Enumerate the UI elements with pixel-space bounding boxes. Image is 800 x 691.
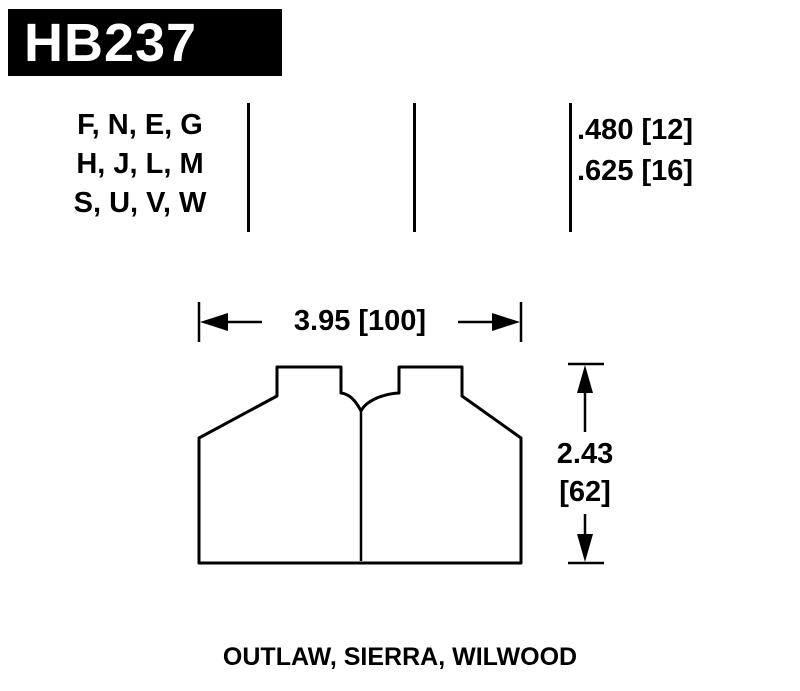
height-arrow-up-icon bbox=[577, 365, 593, 393]
thickness-line-1: .480 [12] bbox=[577, 114, 694, 146]
compound-line-1: F, N, E, G bbox=[77, 109, 203, 141]
width-dimension-label: 3.95 [100] bbox=[262, 303, 458, 339]
spec-divider-2 bbox=[413, 103, 416, 232]
height-dimension-mm: [62] bbox=[559, 476, 611, 508]
height-dimension-inches: 2.43 bbox=[556, 438, 614, 470]
height-extension-lines bbox=[568, 362, 604, 565]
width-arrow-left-icon bbox=[200, 313, 228, 331]
pad-thickness-values: .480 [12] .625 [16] bbox=[577, 110, 693, 192]
compound-line-2: H, J, L, M bbox=[76, 148, 204, 180]
applications-text: OUTLAW, SIERRA, WILWOOD bbox=[222, 643, 578, 671]
part-number: HB237 bbox=[24, 12, 198, 73]
width-extension-lines bbox=[197, 302, 523, 342]
thickness-line-2: .625 [16] bbox=[577, 155, 694, 187]
height-dimension-label: 2.43 [62] bbox=[541, 432, 629, 514]
height-arrow-down-icon bbox=[577, 534, 593, 562]
compound-line-3: S, U, V, W bbox=[73, 187, 207, 219]
spec-divider-3 bbox=[569, 103, 572, 232]
width-arrow-right-icon bbox=[492, 313, 520, 331]
part-number-box: HB237 bbox=[8, 9, 282, 76]
spec-divider-1 bbox=[247, 103, 250, 232]
compound-codes: F, N, E, G H, J, L, M S, U, V, W bbox=[40, 106, 240, 223]
